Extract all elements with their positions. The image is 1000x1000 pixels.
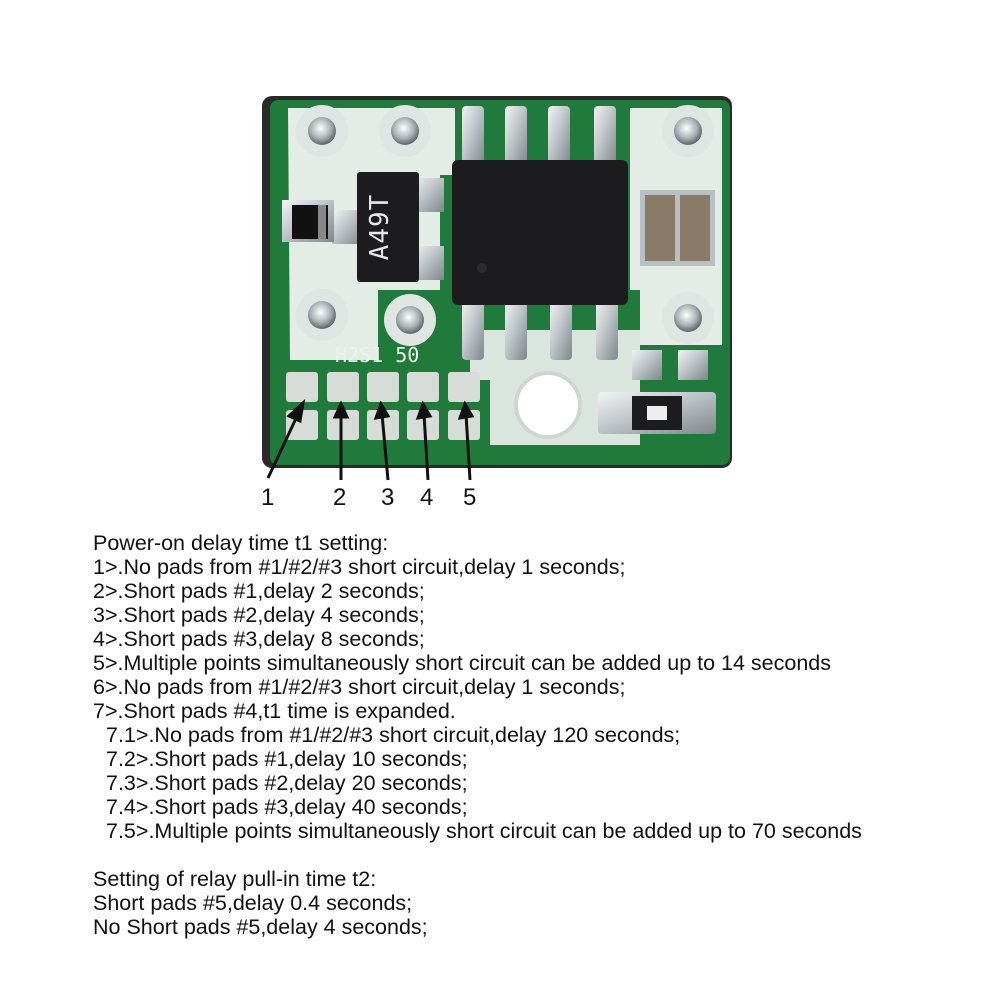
pad-label-5: 5 <box>463 484 476 511</box>
t1-item: 7>.Short pads #4,t1 time is expanded. <box>93 699 456 723</box>
t1-sub-item: 7.4>.Short pads #3,delay 40 seconds; <box>106 795 468 819</box>
mounting-hole <box>514 371 582 439</box>
silkscreen-text: H2S1 50 <box>335 343 419 367</box>
t1-sub-item: 7.3>.Short pads #2,delay 20 seconds; <box>106 771 468 795</box>
spacer <box>93 843 983 867</box>
t1-heading: Power-on delay time t1 setting: <box>93 531 389 555</box>
pad-label-1: 1 <box>261 484 274 511</box>
main-ic-chip <box>452 106 628 360</box>
t2-heading: Setting of relay pull-in time t2: <box>93 867 377 891</box>
t2-item: No Short pads #5,delay 4 seconds; <box>93 915 428 939</box>
t1-item: 6>.No pads from #1/#2/#3 short circuit,d… <box>93 675 626 699</box>
t1-item: 1>.No pads from #1/#2/#3 short circuit,d… <box>93 555 626 579</box>
t1-item: 5>.Multiple points simultaneously short … <box>93 651 832 675</box>
t1-item: 4>.Short pads #3,delay 8 seconds; <box>93 627 425 651</box>
t1-sub-item: 7.1>.No pads from #1/#2/#3 short circuit… <box>106 723 681 747</box>
t2-item: Short pads #5,delay 0.4 seconds; <box>93 891 413 915</box>
pad-label-3: 3 <box>381 484 394 511</box>
resistor <box>598 392 716 434</box>
pad-arrows <box>266 398 475 481</box>
small-pad <box>678 350 708 380</box>
via-holes <box>296 105 714 346</box>
transistor-a49t: A49T <box>332 172 444 282</box>
t1-sub-item: 7.5>.Multiple points simultaneously shor… <box>106 819 862 843</box>
capacitor <box>640 190 715 266</box>
diode <box>282 200 334 242</box>
instructions-text: Power-on delay time t1 setting: 1>.No pa… <box>93 531 983 939</box>
pad-label-2: 2 <box>333 484 346 511</box>
small-pad <box>632 350 662 380</box>
t1-item: 2>.Short pads #1,delay 2 seconds; <box>93 579 425 603</box>
t1-sub-item: 7.2>.Short pads #1,delay 10 seconds; <box>106 747 468 771</box>
t1-item: 3>.Short pads #2,delay 4 seconds; <box>93 603 425 627</box>
pad-label-4: 4 <box>420 484 433 511</box>
circuit-board-photo: A49T H2S1 50 <box>261 96 732 511</box>
chip-marking: A49T <box>365 194 395 261</box>
